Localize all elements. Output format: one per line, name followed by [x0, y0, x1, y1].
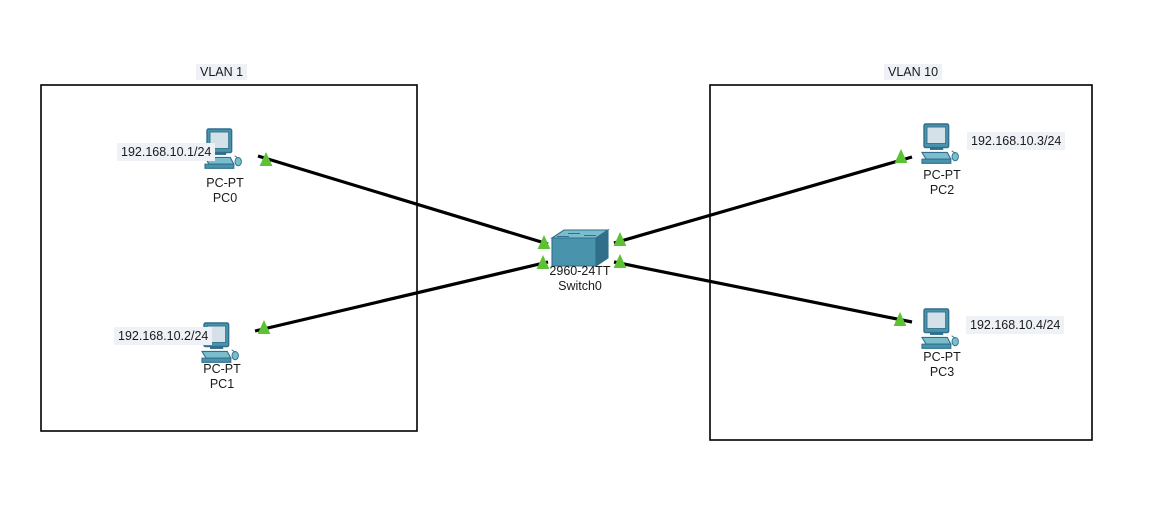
link-status-triangle-icon — [536, 255, 550, 269]
device-model-pc1: PC-PT — [203, 362, 241, 376]
link-pc1-switch0[interactable] — [254, 260, 549, 333]
device-model-pc3: PC-PT — [923, 350, 961, 364]
link-status-triangle-icon — [613, 254, 627, 268]
device-model-pc2: PC-PT — [923, 168, 961, 182]
ip-address-label-pc1: 192.168.10.2/24 — [114, 327, 213, 345]
device-model-pc0: PC-PT — [206, 176, 244, 190]
link-status-triangle-icon — [259, 152, 273, 166]
device-icon-switch0[interactable] — [550, 228, 610, 268]
vlan-title-vlan-1: VLAN 1 — [196, 64, 248, 80]
link-switch0-pc3[interactable] — [613, 260, 913, 324]
device-name-pc2: PC2 — [929, 183, 955, 197]
link-status-triangle-icon — [894, 149, 908, 163]
link-status-triangle-icon — [893, 312, 907, 326]
device-icon-pc3[interactable] — [921, 308, 959, 349]
link-status-triangle-icon — [613, 232, 627, 246]
device-name-pc3: PC3 — [929, 365, 955, 379]
link-status-triangle-icon — [257, 320, 271, 334]
device-icon-pc2[interactable] — [921, 123, 959, 164]
ip-address-label-pc3: 192.168.10.4/24 — [966, 316, 1065, 334]
vlan-title-vlan-10: VLAN 10 — [884, 64, 943, 80]
vlan-boundary-vlan-1 — [40, 84, 418, 432]
device-model-switch0: 2960-24TT — [549, 264, 611, 278]
ip-address-label-pc2: 192.168.10.3/24 — [967, 132, 1066, 150]
vlan-boundary-vlan-10 — [709, 84, 1093, 441]
link-status-triangle-icon — [537, 235, 551, 249]
link-pc0-switch0[interactable] — [257, 154, 549, 246]
device-name-pc0: PC0 — [212, 191, 238, 205]
device-name-switch0: Switch0 — [558, 279, 602, 293]
link-switch0-pc2[interactable] — [613, 155, 913, 245]
ip-address-label-pc0: 192.168.10.1/24 — [117, 143, 216, 161]
device-name-pc1: PC1 — [209, 377, 235, 391]
